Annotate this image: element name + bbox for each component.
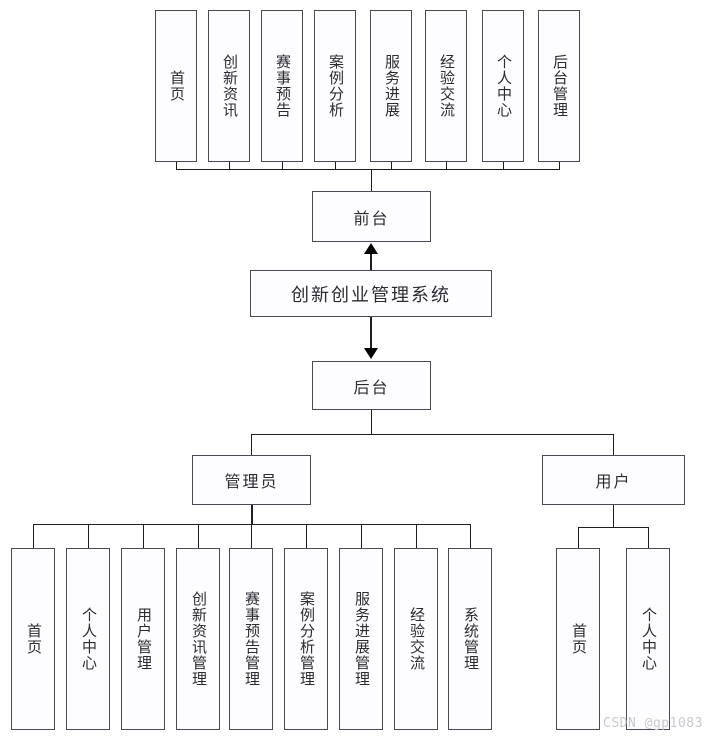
connector-admin-drop-9 bbox=[470, 524, 471, 548]
role-box-admin[interactable]: 管理员 bbox=[192, 455, 311, 505]
arrow-down-icon bbox=[364, 348, 378, 359]
backend-node-label: 后台 bbox=[353, 377, 390, 397]
connector-system-to-backend bbox=[370, 317, 372, 349]
connector-frontend-drop-5 bbox=[391, 162, 392, 169]
connector-roles-bus bbox=[251, 434, 614, 435]
frontend-node-label: 前台 bbox=[353, 208, 390, 228]
user-item-box-1[interactable]: 首页 bbox=[556, 548, 600, 730]
admin-item-label: 赛事预告管理 bbox=[242, 591, 261, 687]
frontend-item-box-4[interactable]: 案例分析 bbox=[314, 10, 356, 162]
connector-user-stem bbox=[613, 505, 614, 527]
frontend-item-box-2[interactable]: 创新资讯 bbox=[208, 10, 250, 162]
admin-item-label: 案例分析管理 bbox=[297, 591, 316, 687]
admin-item-box-9[interactable]: 系统管理 bbox=[448, 548, 492, 730]
connector-frontend-drop-2 bbox=[229, 162, 230, 169]
frontend-item-box-5[interactable]: 服务进展 bbox=[370, 10, 412, 162]
frontend-item-box-6[interactable]: 经验交流 bbox=[425, 10, 467, 162]
admin-item-box-5[interactable]: 赛事预告管理 bbox=[229, 548, 273, 730]
connector-admin-drop-7 bbox=[361, 524, 362, 548]
connector-role-drop-user bbox=[613, 434, 614, 455]
connector-frontend-drop-8 bbox=[559, 162, 560, 169]
connector-admin-drop-4 bbox=[198, 524, 199, 548]
connector-frontend-bus bbox=[176, 169, 560, 170]
admin-item-label: 用户管理 bbox=[134, 607, 153, 671]
connector-admin-stem bbox=[251, 505, 253, 524]
admin-item-box-8[interactable]: 经验交流 bbox=[394, 548, 438, 730]
backend-node-box[interactable]: 后台 bbox=[312, 361, 431, 410]
admin-item-label: 首页 bbox=[24, 623, 43, 655]
frontend-item-box-7[interactable]: 个人中心 bbox=[482, 10, 524, 162]
frontend-item-box-8[interactable]: 后台管理 bbox=[538, 10, 580, 162]
frontend-item-box-1[interactable]: 首页 bbox=[155, 10, 197, 162]
frontend-item-label: 案例分析 bbox=[326, 54, 345, 118]
admin-item-box-2[interactable]: 个人中心 bbox=[66, 548, 110, 730]
role-box-user[interactable]: 用户 bbox=[542, 455, 685, 505]
admin-item-box-6[interactable]: 案例分析管理 bbox=[284, 548, 328, 730]
connector-frontend-drop-3 bbox=[282, 162, 283, 169]
arrow-up-icon bbox=[364, 243, 378, 254]
root-system-box[interactable]: 创新创业管理系统 bbox=[250, 270, 492, 317]
connector-frontend-drop-1 bbox=[176, 162, 177, 169]
connector-frontend-drop-6 bbox=[446, 162, 447, 169]
frontend-item-label: 赛事预告 bbox=[273, 54, 292, 118]
connector-admin-drop-5 bbox=[251, 524, 252, 548]
frontend-item-box-3[interactable]: 赛事预告 bbox=[261, 10, 303, 162]
frontend-item-label: 后台管理 bbox=[550, 54, 569, 118]
connector-user-drop-2 bbox=[648, 527, 649, 548]
admin-item-box-1[interactable]: 首页 bbox=[11, 548, 55, 730]
connector-frontend-stem bbox=[371, 169, 372, 191]
user-item-label: 首页 bbox=[569, 623, 588, 655]
connector-user-drop-1 bbox=[578, 527, 579, 548]
admin-item-box-4[interactable]: 创新资讯管理 bbox=[176, 548, 220, 730]
user-item-box-2[interactable]: 个人中心 bbox=[626, 548, 670, 730]
connector-admin-drop-1 bbox=[33, 524, 34, 548]
admin-item-label: 服务进展管理 bbox=[352, 591, 371, 687]
frontend-node-box[interactable]: 前台 bbox=[312, 191, 431, 242]
connector-system-to-frontend bbox=[370, 253, 372, 271]
connector-admin-drop-6 bbox=[306, 524, 307, 548]
frontend-item-label: 服务进展 bbox=[382, 54, 401, 118]
connector-role-drop-admin bbox=[251, 434, 252, 455]
role-label-user: 用户 bbox=[595, 472, 632, 491]
frontend-item-label: 经验交流 bbox=[437, 54, 456, 118]
watermark-label: CSDN @gp1083 bbox=[603, 716, 703, 731]
admin-item-label: 系统管理 bbox=[461, 607, 480, 671]
connector-admin-drop-3 bbox=[143, 524, 144, 548]
role-label-admin: 管理员 bbox=[224, 472, 279, 491]
connector-frontend-drop-7 bbox=[503, 162, 504, 169]
user-item-label: 个人中心 bbox=[639, 607, 658, 671]
admin-item-box-7[interactable]: 服务进展管理 bbox=[339, 548, 383, 730]
admin-item-label: 个人中心 bbox=[79, 607, 98, 671]
admin-item-box-3[interactable]: 用户管理 bbox=[121, 548, 165, 730]
admin-item-label: 经验交流 bbox=[407, 607, 426, 671]
admin-item-label: 创新资讯管理 bbox=[189, 591, 208, 687]
connector-backend-stem bbox=[371, 410, 372, 434]
connector-frontend-drop-4 bbox=[335, 162, 336, 169]
frontend-item-label: 首页 bbox=[167, 70, 186, 102]
root-system-label: 创新创业管理系统 bbox=[291, 284, 451, 306]
frontend-item-label: 创新资讯 bbox=[220, 54, 239, 118]
connector-user-bus bbox=[578, 527, 648, 528]
connector-admin-drop-8 bbox=[416, 524, 417, 548]
connector-admin-drop-2 bbox=[88, 524, 89, 548]
frontend-item-label: 个人中心 bbox=[494, 54, 513, 118]
